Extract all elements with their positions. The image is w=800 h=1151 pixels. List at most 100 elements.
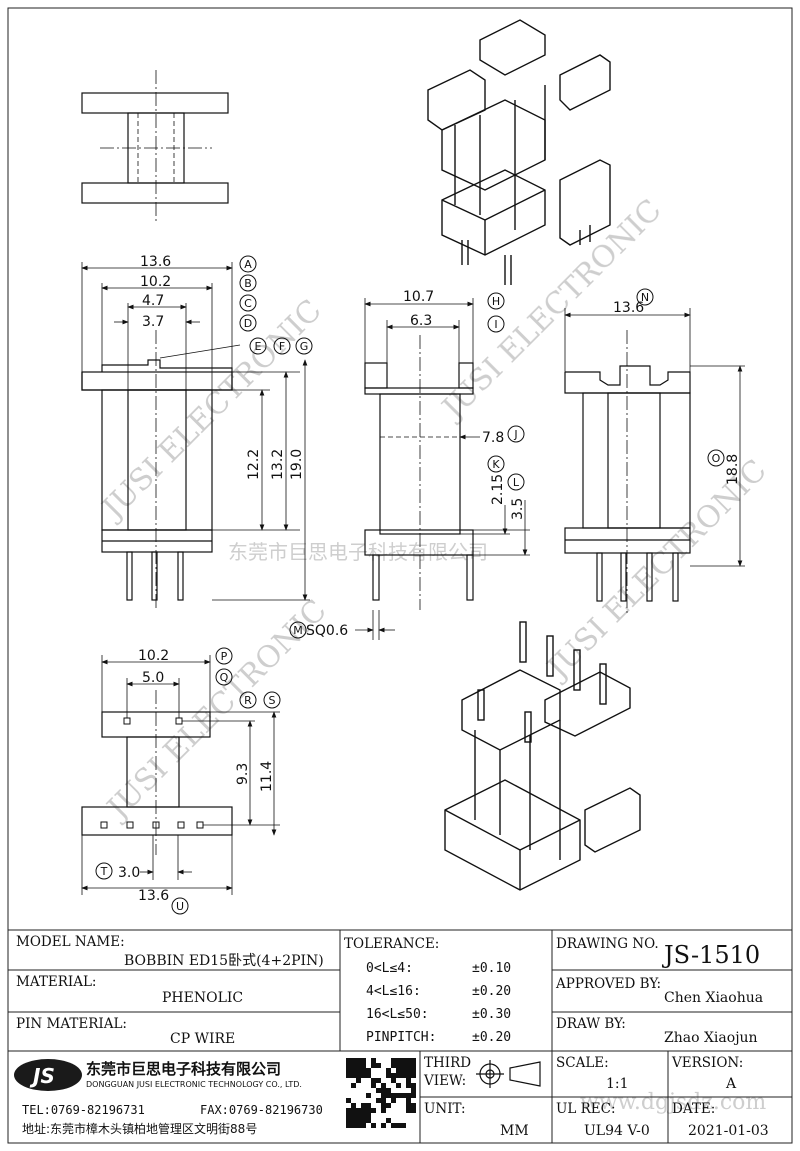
tolerance-value-3: ±0.20: [472, 1030, 512, 1045]
svg-text:U: U: [176, 900, 184, 913]
dim-bottom-9-3: 9.3: [235, 763, 251, 785]
dim-bottom-3-0: 3.0: [118, 865, 140, 881]
version-label: VERSION:: [672, 1055, 744, 1071]
dim-right-18-8: 18.8: [725, 454, 741, 485]
model-name-label: MODEL NAME:: [16, 934, 125, 950]
draw-by-value: Zhao Xiaojun: [664, 1030, 758, 1046]
third-view-label-1: THIRD: [424, 1055, 472, 1071]
svg-text:D: D: [244, 317, 252, 330]
svg-text:B: B: [244, 277, 252, 290]
svg-text:Q: Q: [220, 671, 229, 684]
drawing-no-label: DRAWING NO.: [556, 936, 659, 952]
svg-text:C: C: [244, 297, 252, 310]
watermark-layer: JUSI ELECTRONIC JUSI ELECTRONIC JUSI ELE…: [94, 193, 774, 1115]
dim-front-13-6: 13.6: [140, 254, 171, 270]
callout-h: H: [487, 292, 505, 310]
dim-side-6-3: 6.3: [410, 313, 432, 329]
company-name-en: DONGGUAN JUSI ELECTRONIC TECHNOLOGY CO.,…: [86, 1080, 302, 1089]
svg-text:O: O: [712, 452, 721, 465]
callout-j: J: [507, 425, 525, 443]
tolerance-value-2: ±0.30: [472, 1007, 512, 1022]
callout-t: T: [95, 862, 113, 880]
tolerance-range-2: 16<L≤50:: [366, 1007, 429, 1022]
callout-l: L: [507, 473, 525, 491]
svg-text:F: F: [279, 340, 285, 353]
dim-side-7-8: 7.8: [482, 430, 504, 446]
dim-front-4-7: 4.7: [142, 293, 164, 309]
company-address: 地址:东莞市樟木头镇柏地管理区文明街88号: [22, 1122, 258, 1136]
svg-text:L: L: [513, 476, 520, 489]
dim-front-10-2: 10.2: [140, 274, 171, 290]
unit-value: MM: [500, 1123, 529, 1139]
dim-front-12-2: 12.2: [246, 449, 262, 480]
qr-code-icon: [346, 1058, 416, 1128]
third-view-label-2: VIEW:: [424, 1073, 467, 1089]
svg-text:G: G: [300, 340, 309, 353]
tolerance-label: TOLERANCE:: [344, 936, 440, 952]
title-block-grid: [7, 929, 792, 1143]
dim-front-19-0: 19.0: [289, 449, 305, 480]
ul-rec-value: UL94 V-0: [584, 1123, 650, 1139]
approved-by-value: Chen Xiaohua: [664, 990, 764, 1006]
dim-side-3-5: 3.5: [510, 498, 526, 520]
callout-m: M: [289, 621, 307, 639]
scale-label: SCALE:: [556, 1055, 609, 1071]
svg-text:J: J: [513, 428, 517, 441]
callout-f: F: [273, 337, 291, 355]
dim-bottom-11-4: 11.4: [259, 761, 275, 792]
top-view: [81, 70, 229, 222]
pin-material-label: PIN MATERIAL:: [16, 1016, 127, 1032]
svg-text:S: S: [269, 694, 276, 707]
company-fax: FAX:0769-82196730: [200, 1103, 323, 1117]
tolerance-range-0: 0<L≤4:: [366, 961, 413, 976]
svg-text:K: K: [492, 458, 500, 471]
svg-text:T: T: [100, 865, 108, 878]
callout-q: Q: [215, 668, 233, 686]
version-value: A: [726, 1076, 737, 1092]
right-dimension-lines: [564, 308, 745, 567]
bottom-view: [81, 690, 233, 855]
dim-side-10-7: 10.7: [403, 289, 434, 305]
dim-front-13-2: 13.2: [270, 449, 286, 480]
isometric-view-top: [427, 19, 611, 285]
isometric-view-bottom: [444, 621, 641, 891]
callout-n: N: [636, 288, 654, 306]
right-view: [564, 330, 691, 615]
watermark-chinese-center: 东莞市巨思电子科技有限公司: [228, 540, 488, 564]
scale-value: 1:1: [606, 1076, 629, 1092]
drawing-no-value: JS-1510: [664, 941, 761, 969]
company-name-cn: 东莞市巨思电子科技有限公司: [86, 1060, 282, 1078]
dim-side-2-15: 2.15: [490, 474, 506, 505]
callout-b: B: [239, 274, 257, 292]
material-label: MATERIAL:: [16, 974, 97, 990]
callout-g: G: [295, 337, 313, 355]
front-view: [81, 330, 233, 610]
callout-o: O: [707, 449, 725, 467]
dim-pin-sq: SQ0.6: [306, 623, 348, 639]
callout-d: D: [239, 314, 257, 332]
tolerance-value-0: ±0.10: [472, 961, 512, 976]
ul-rec-label: UL REC:: [556, 1101, 616, 1117]
dim-right-13-6: 13.6: [613, 300, 644, 316]
unit-label: UNIT:: [424, 1101, 466, 1117]
callout-e: E: [249, 337, 267, 355]
dim-bottom-13-6: 13.6: [138, 888, 169, 904]
callout-r: R: [239, 691, 257, 709]
tolerance-range-1: 4<L≤16:: [366, 984, 421, 999]
svg-text:A: A: [244, 258, 252, 271]
draw-by-label: DRAW BY:: [556, 1016, 626, 1032]
tolerance-range-3: PINPITCH:: [366, 1030, 437, 1045]
svg-text:P: P: [221, 650, 228, 663]
dim-bottom-10-2: 10.2: [138, 648, 169, 664]
sheet-border: [7, 7, 793, 1144]
svg-text:M: M: [293, 624, 303, 637]
pin-material-value: CP WIRE: [170, 1031, 236, 1047]
front-dimension-lines: [81, 262, 310, 601]
watermark-latin-1: JUSI ELECTRONIC: [94, 293, 329, 528]
material-value: PHENOLIC: [162, 990, 244, 1006]
date-label: DATE:: [672, 1101, 716, 1117]
callout-i: I: [487, 315, 505, 333]
callout-a: A: [239, 255, 257, 273]
